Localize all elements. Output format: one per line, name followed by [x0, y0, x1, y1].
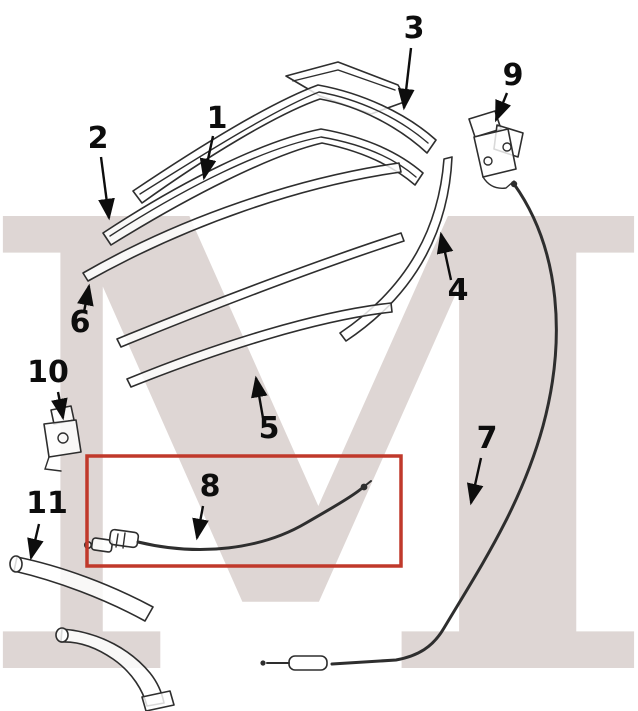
- callout-8-arrow: [192, 505, 209, 541]
- part-11-upper-cap: [9, 555, 23, 573]
- part-8-fitting-ribs: [115, 532, 126, 549]
- part-7-end-tip: [260, 660, 266, 666]
- part-10-hook: [44, 456, 62, 472]
- part-8-right-tip: [360, 483, 368, 491]
- part-9-latch-mechanism: [468, 110, 524, 189]
- highlight-box-part-8: [85, 454, 403, 568]
- part-11-upper-tube: [13, 556, 154, 622]
- callout-10-label: 10: [27, 355, 69, 390]
- callout-2: 2: [88, 121, 115, 221]
- callout-8-label: 8: [200, 469, 221, 504]
- callout-5-arrow: [251, 375, 268, 419]
- callout-4-arrow: [436, 231, 454, 281]
- callout-6: 6: [70, 283, 94, 340]
- part-7-release-cable: [260, 180, 558, 671]
- callout-7-label: 7: [477, 421, 498, 456]
- part-7-cable-run: [330, 182, 558, 666]
- part-6-molding-strip: [82, 162, 402, 282]
- callout-7-arrow: [466, 457, 484, 506]
- part-5-upper-body: [116, 232, 405, 348]
- part-6-body: [82, 162, 402, 282]
- callout-2-label: 2: [88, 121, 109, 156]
- callout-9: 9: [494, 58, 524, 123]
- callout-7: 7: [466, 421, 498, 506]
- callout-8: 8: [192, 469, 221, 541]
- part-11-foot-flange: [141, 690, 175, 711]
- callout-1-label: 1: [207, 101, 228, 136]
- part-4-body: [339, 156, 453, 342]
- part-1-molding-strip: [132, 84, 437, 204]
- part-2-detail-line: [109, 136, 417, 237]
- part-9-bolt-hole: [502, 142, 512, 152]
- part-5-molding-strips: [116, 232, 405, 388]
- callout-11: 11: [26, 486, 68, 561]
- part-4-molding-strip: [339, 156, 453, 342]
- part-3-detail-line: [292, 69, 396, 91]
- part-10-body: [43, 419, 82, 458]
- part-2-molding-strip: [102, 128, 424, 246]
- part-7-end-barrel: [288, 655, 328, 671]
- callout-11-arrow: [27, 523, 44, 561]
- callout-4-label: 4: [448, 273, 469, 308]
- part-8-cable-run: [136, 487, 363, 551]
- callout-3-arrow: [397, 47, 415, 111]
- part-11-duct: [9, 555, 175, 711]
- part-8-short-cable: [84, 480, 372, 553]
- part-8-left-fitting-small: [90, 537, 114, 553]
- part-11-lower-cap: [55, 627, 69, 643]
- callout-6-label: 6: [70, 305, 91, 340]
- callout-10-arrow: [51, 391, 68, 421]
- part-9-body: [473, 128, 517, 178]
- callout-2-arrow: [98, 156, 115, 221]
- callout-1: 1: [199, 101, 228, 181]
- part-10-bolt-hole: [57, 432, 69, 444]
- callout-9-label: 9: [503, 58, 524, 93]
- callout-3: 3: [397, 11, 425, 111]
- callout-3-label: 3: [404, 11, 425, 46]
- callout-9-arrow: [494, 92, 512, 123]
- callout-11-label: 11: [26, 486, 68, 521]
- callout-1-arrow: [199, 135, 217, 181]
- part-5-lower-body: [126, 302, 393, 388]
- part-9-bolt-hole-2: [483, 156, 493, 166]
- part-9-hook: [482, 176, 515, 189]
- callout-5: 5: [251, 375, 280, 446]
- callout-10: 10: [27, 355, 69, 421]
- callout-6-arrow: [77, 283, 94, 313]
- part-1-detail-line: [139, 91, 429, 195]
- callout-4: 4: [436, 231, 469, 308]
- callout-5-label: 5: [259, 411, 280, 446]
- part-2-body: [102, 128, 424, 246]
